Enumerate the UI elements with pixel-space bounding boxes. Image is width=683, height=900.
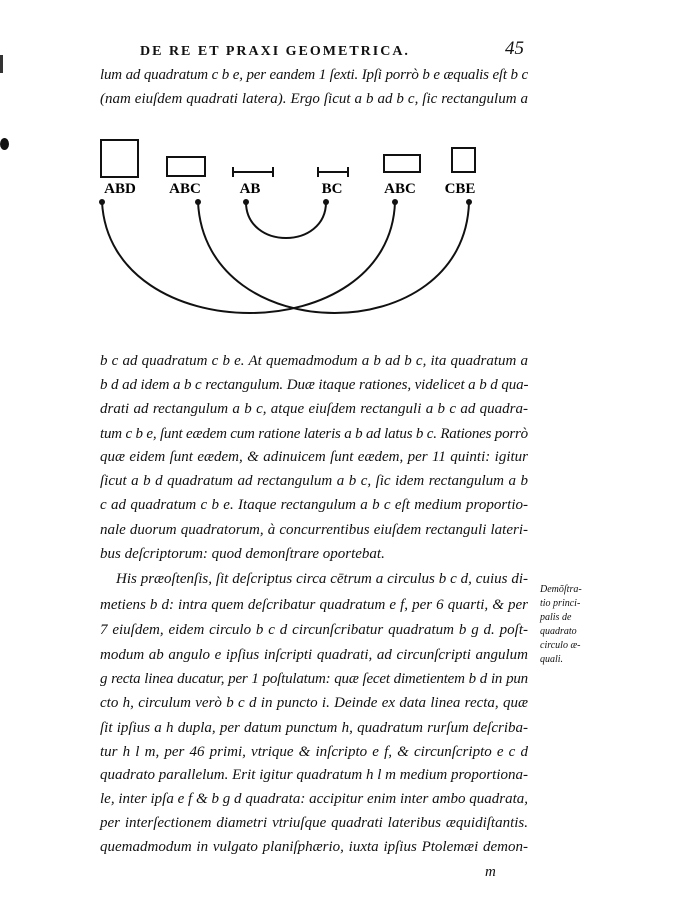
arc-ab-bc	[245, 201, 327, 239]
text-line: His præoſtenſis, ſit deſcriptus circa cē…	[116, 571, 528, 587]
text-line: (nam eiuſdem quadrati latera). Ergo ſicu…	[100, 91, 528, 107]
text-line: b c ad quadratum c b e. At quemadmodum a…	[100, 353, 528, 369]
marginal-note-line: circulo æ-	[540, 640, 581, 651]
arc-abd-abc	[101, 201, 396, 314]
square-abd	[100, 139, 139, 178]
text-line: drati ad rectangulum a b c, atque eiuſde…	[100, 401, 528, 417]
catchword: m	[485, 864, 496, 880]
marginal-note-line: palis de	[540, 612, 572, 623]
text-line: bus deſcriptorum: quod demonſtrare oport…	[100, 546, 385, 562]
text-line: ſicut a b d quadratum ad rectangulum a b…	[100, 473, 528, 489]
rectangle-abc-right	[383, 154, 421, 173]
text-line: per interſectionem diametri vtriuſque qu…	[100, 815, 528, 831]
text-line: metiens b d: intra quem deſcribatur quad…	[100, 597, 528, 613]
marginal-note-line: tio princi-	[540, 598, 581, 609]
label-abd: ABD	[104, 181, 136, 197]
text-line: b d ad idem a b c rectangulum. Duæ itaqu…	[100, 377, 529, 393]
text-line: quadrato parallelum. Erit igitur quadrat…	[100, 767, 528, 783]
text-line: lum ad quadratum c b e, per eandem 1 ſex…	[100, 67, 528, 83]
text-line: g recta linea ducatur, per 1 poſtulatum:…	[100, 671, 528, 687]
rectangle-abc-left	[166, 156, 206, 177]
text-line: cto h, circulum verò b c d in puncto i. …	[100, 695, 528, 711]
label-abc-left: ABC	[169, 181, 201, 197]
marginal-note-line: quali.	[540, 654, 564, 665]
page-edge-mark	[0, 55, 3, 73]
marginal-note: Demõſtra- tio princi- palis de quadrato …	[540, 583, 582, 667]
text-line: tur h l m, per 46 primi, vtrique & inſcr…	[100, 744, 528, 760]
marginal-note-line: quadrato	[540, 626, 577, 637]
running-title: DE RE ET PRAXI GEOMETRICA.	[140, 44, 410, 59]
text-line: ſit ipſius a h dupla, per datum punctum …	[100, 720, 528, 736]
text-line: le, inter ipſa e f & b g d quadrata: acc…	[100, 791, 528, 807]
segment-bc	[317, 167, 349, 177]
label-abc-right: ABC	[384, 181, 416, 197]
page-number: 45	[505, 38, 524, 59]
text-line: quemadmodum in vulgato planiſphærio, iux…	[100, 839, 528, 855]
text-line: modum ab angulo e ipſius inſcripti quadr…	[100, 647, 528, 663]
label-ab: AB	[240, 181, 261, 197]
text-line: 7 eiuſdem, eidem circulo b c d circunſcr…	[100, 622, 528, 638]
text-line: quæ eidem ſunt eædem, & adinuicem ſunt e…	[100, 449, 528, 465]
text-line: tum c b e, ſunt eædem cum ratione lateri…	[100, 426, 528, 442]
square-cbe	[451, 147, 476, 173]
marginal-note-line: Demõſtra-	[540, 584, 582, 595]
label-bc: BC	[322, 181, 343, 197]
text-line: nale duorum quadratorum, à concurrentibu…	[100, 522, 528, 538]
ink-blot	[0, 138, 9, 150]
label-cbe: CBE	[445, 181, 476, 197]
segment-ab	[232, 167, 274, 177]
text-line: c ad quadratum c b e. Itaque rectangulum…	[100, 497, 528, 513]
arc-abc-cbe	[197, 201, 470, 314]
